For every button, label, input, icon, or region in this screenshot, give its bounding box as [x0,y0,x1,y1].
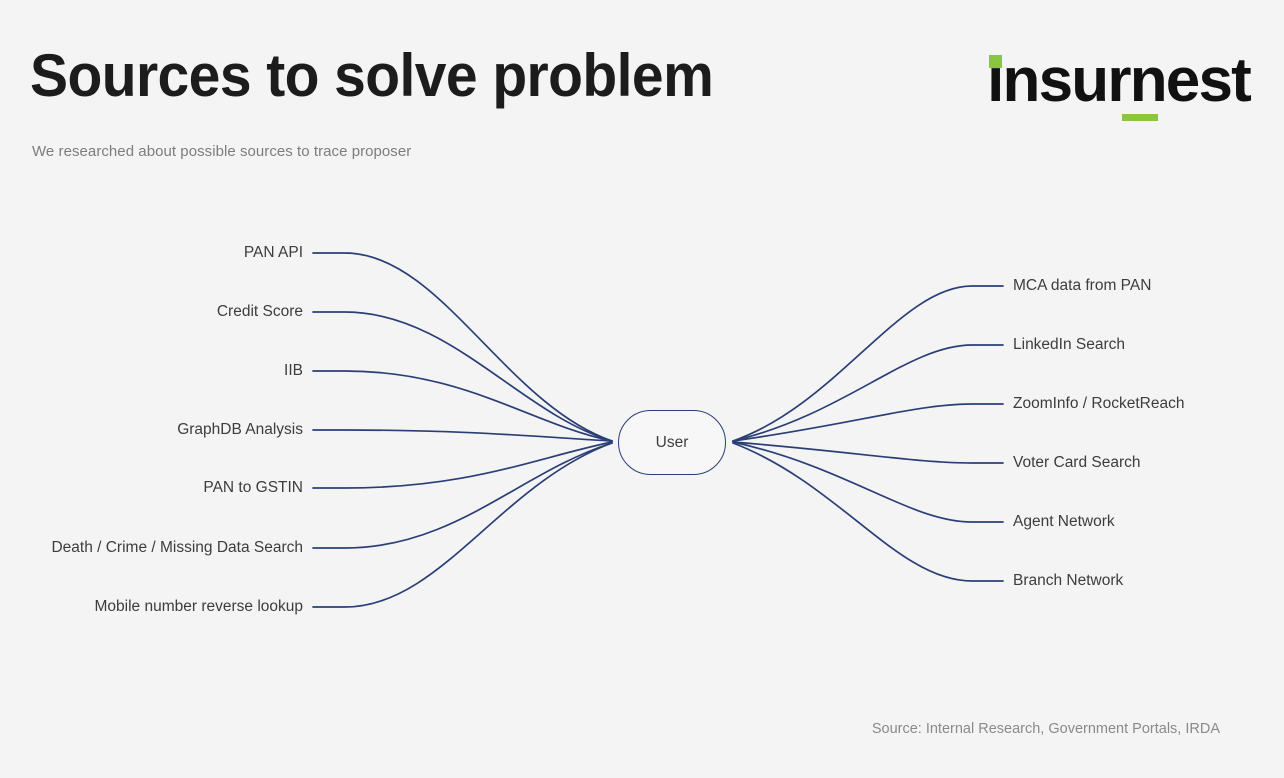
branch-label-branch-network[interactable]: Branch Network [1013,572,1124,589]
branch-label-pan-api[interactable]: PAN API [243,244,303,261]
branch-label-zoominfo-rocketreach[interactable]: ZoomInfo / RocketReach [1013,395,1185,412]
page-subtitle: We researched about possible sources to … [32,143,412,160]
branch-label-linkedin-search[interactable]: LinkedIn Search [1013,336,1126,353]
edge-right-0 [732,285,1004,442]
slide-header: Sources to solve problem We researched a… [0,0,1284,190]
edge-left-4 [312,441,613,489]
branch-label-voter-card-search[interactable]: Voter Card Search [1013,454,1141,471]
page-title: Sources to solve problem [30,42,714,109]
edge-left-1 [312,311,613,442]
footer-source-note: Source: Internal Research, Government Po… [871,721,1220,737]
center-node-user[interactable]: User [618,410,726,475]
branch-label-mca-data-from-pan[interactable]: MCA data from PAN [1013,277,1152,294]
edge-left-5 [312,442,613,549]
branch-label-death-crime-missing-data-search[interactable]: Death / Crime / Missing Data Search [51,539,303,556]
edge-left-0 [312,252,613,442]
edge-left-3 [312,429,613,442]
edge-left-2 [312,370,613,442]
edge-right-3 [732,441,1004,464]
edge-right-1 [732,344,1004,442]
edge-left-6 [312,442,613,608]
branch-label-credit-score[interactable]: Credit Score [216,303,303,320]
edge-right-2 [732,403,1004,442]
logo-underline-accent [1122,114,1159,121]
branch-label-mobile-number-reverse-lookup[interactable]: Mobile number reverse lookup [94,598,304,615]
branch-label-pan-to-gstin[interactable]: PAN to GSTIN [203,479,303,496]
brand-wordmark: insurnest [987,46,1252,115]
branch-label-agent-network[interactable]: Agent Network [1013,513,1115,530]
logo-dot-accent [989,55,1003,68]
edge-right-4 [732,441,1004,523]
center-node-label: User [655,433,689,451]
edge-right-5 [732,442,1004,582]
branch-label-iib[interactable]: IIB [284,362,303,379]
branch-label-graphdb-analysis[interactable]: GraphDB Analysis [177,421,303,438]
brand-logo: insurnest [987,46,1252,121]
